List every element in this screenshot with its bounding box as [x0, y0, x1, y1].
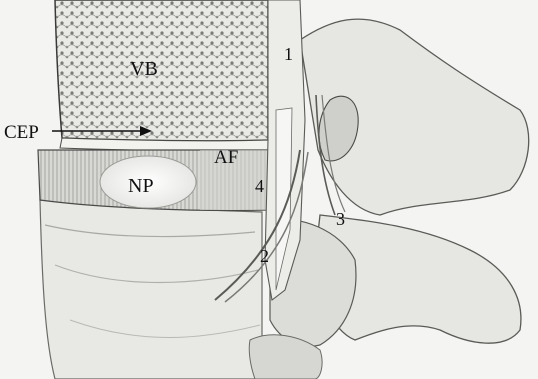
label-1: 1	[284, 44, 293, 64]
label-af: AF	[214, 147, 238, 168]
label-2: 2	[260, 246, 269, 266]
label-vb: VB	[130, 58, 158, 80]
vertebral-body	[55, 0, 268, 141]
lower-vertebral-body	[40, 200, 262, 379]
label-cep: CEP	[4, 122, 39, 143]
label-3: 3	[336, 209, 345, 229]
label-np: NP	[128, 175, 154, 197]
label-4: 4	[255, 176, 264, 196]
